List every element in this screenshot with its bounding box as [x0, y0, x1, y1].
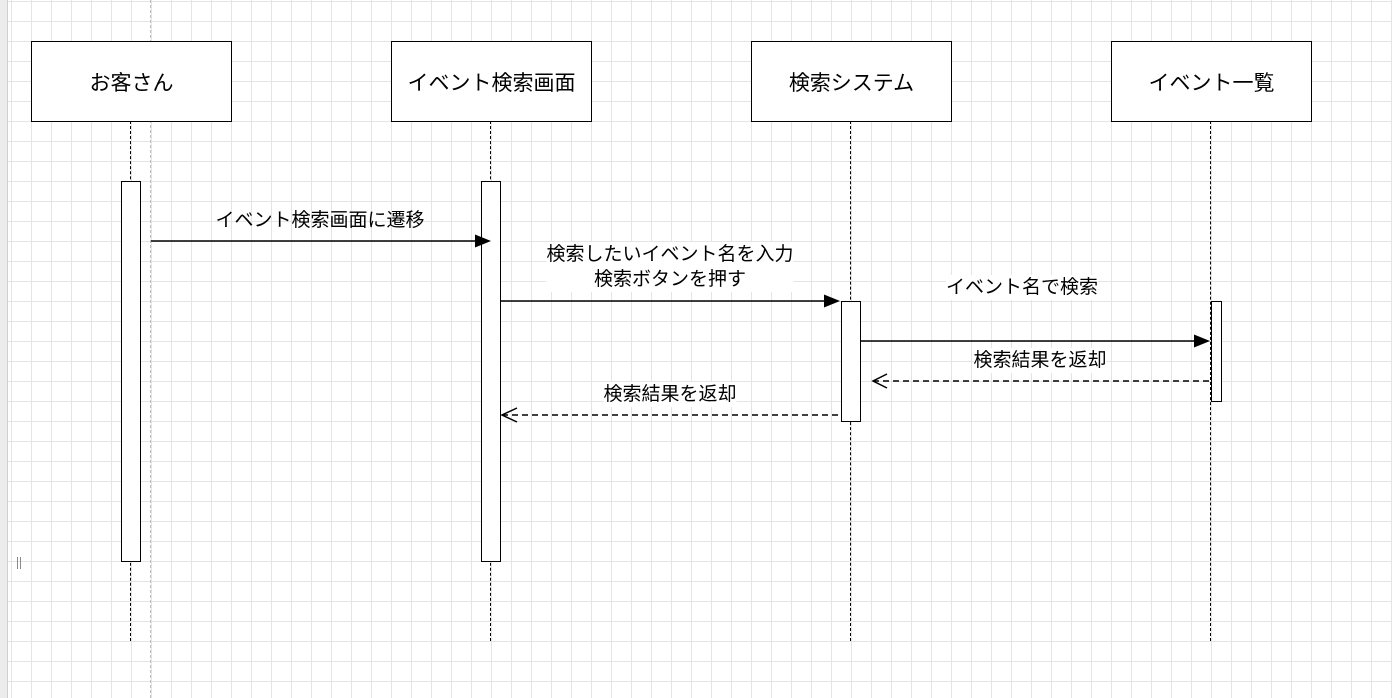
participant-search-system[interactable]: 検索システム: [751, 41, 952, 122]
message-label-2[interactable]: 検索したいイベント名を入力 検索ボタンを押す: [546, 242, 794, 292]
message-label-text: イベント検索画面に遷移: [215, 209, 425, 231]
participant-label: 検索システム: [788, 70, 915, 95]
message-arrow-4[interactable]: [871, 373, 1211, 389]
message-arrow-5[interactable]: [500, 407, 840, 423]
message-label-text: 検索結果を返却: [973, 349, 1107, 371]
filled-arrowhead: [475, 234, 491, 248]
activation-event-list[interactable]: [1211, 301, 1222, 402]
activation-customer[interactable]: [121, 181, 141, 562]
message-label-text: 検索したいイベント名を入力: [546, 243, 794, 265]
lifeline-event-list: [1210, 121, 1211, 641]
message-label-text: 検索結果を返却: [603, 383, 737, 405]
participant-label: お客さん: [89, 70, 174, 95]
panel-splitter-handle[interactable]: [16, 557, 22, 571]
participant-label: イベント一覧: [1148, 70, 1275, 95]
message-label-3[interactable]: イベント名で検索: [945, 275, 1099, 300]
filled-arrowhead: [1194, 334, 1210, 348]
page-break-line: [150, 0, 151, 698]
message-arrow-3[interactable]: [860, 334, 1210, 348]
participant-label: イベント検索画面: [407, 70, 576, 95]
open-arrowhead: [871, 373, 888, 389]
activation-search-screen[interactable]: [481, 181, 501, 562]
message-arrow-2[interactable]: [500, 294, 840, 308]
message-arrow-1[interactable]: [151, 234, 491, 248]
filled-arrowhead: [824, 294, 840, 308]
open-arrowhead: [500, 407, 518, 423]
participant-search-screen[interactable]: イベント検索画面: [391, 41, 592, 122]
sidebar-edge: [0, 0, 8, 698]
message-label-text: 検索ボタンを押す: [593, 268, 747, 290]
message-label-4[interactable]: 検索結果を返却: [973, 348, 1107, 373]
message-label-1[interactable]: イベント検索画面に遷移: [215, 208, 424, 233]
participant-customer[interactable]: お客さん: [31, 41, 232, 122]
message-label-5[interactable]: 検索結果を返却: [603, 382, 737, 407]
message-label-text: イベント名で検索: [945, 276, 1099, 298]
activation-search-system[interactable]: [841, 301, 861, 422]
participant-event-list[interactable]: イベント一覧: [1111, 41, 1312, 122]
